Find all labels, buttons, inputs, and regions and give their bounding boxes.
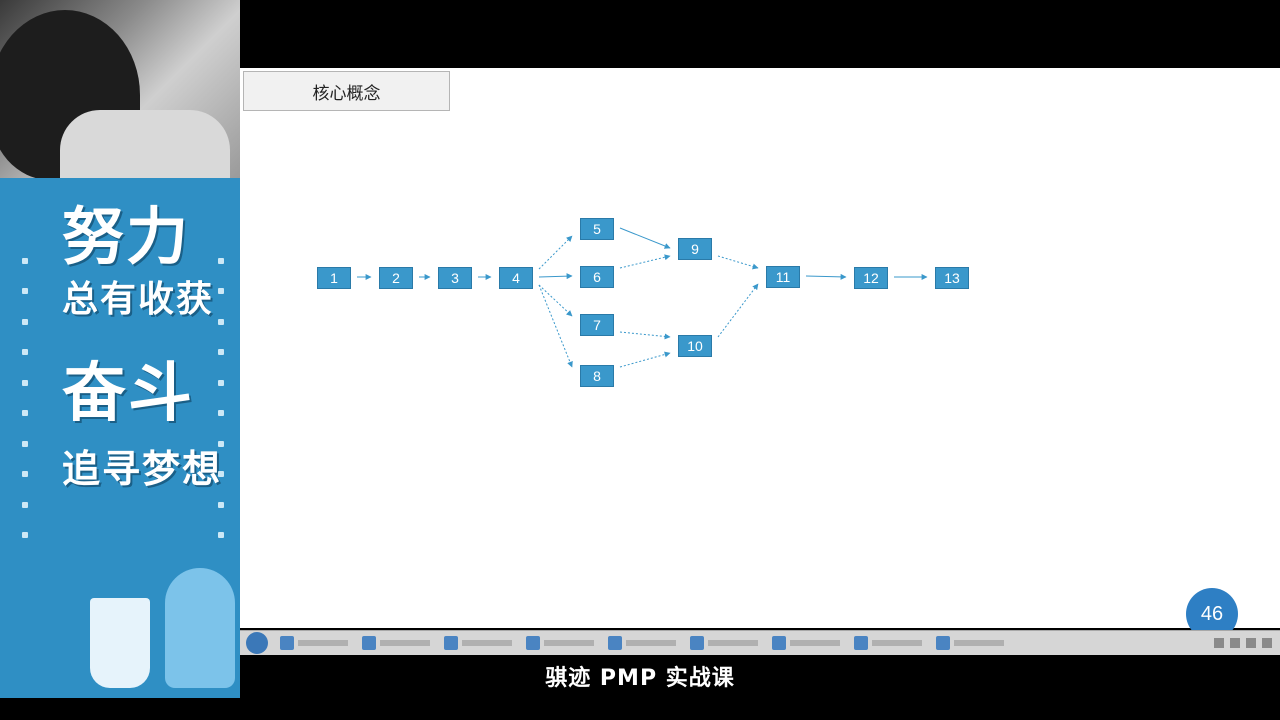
diagram-node-11: 11: [766, 266, 800, 288]
app-icon: [936, 636, 950, 650]
edge-9-11: [717, 255, 759, 270]
app-icon: [362, 636, 376, 650]
taskbar-app-5[interactable]: [604, 634, 680, 652]
start-button[interactable]: [246, 632, 268, 654]
edge-4-6: [538, 273, 573, 280]
slogan-line-4: 追寻梦想: [62, 447, 223, 491]
lamp-illustration: [165, 568, 235, 688]
edge-4-8: [538, 284, 573, 368]
edge-4-5: [538, 235, 573, 270]
app-icon: [690, 636, 704, 650]
diagram-node-2: 2: [379, 267, 413, 289]
taskbar-app-9[interactable]: [932, 634, 1008, 652]
taskbar-app-1[interactable]: [276, 634, 352, 652]
network-diagram: [357, 227, 928, 368]
app-icon: [608, 636, 622, 650]
edge-4-7: [538, 284, 573, 317]
webcam-feed: [0, 0, 240, 178]
decorative-dots-right: [218, 258, 226, 538]
slide-title: 核心概念: [243, 71, 450, 111]
app-icon: [280, 636, 294, 650]
diagram-node-4: 4: [499, 267, 533, 289]
diagram-node-1: 1: [317, 267, 351, 289]
app-icon: [854, 636, 868, 650]
diagram-node-3: 3: [438, 267, 472, 289]
slogan-line-3: 奋斗: [62, 357, 194, 431]
slide-canvas: [240, 68, 1280, 628]
app-icon: [772, 636, 786, 650]
app-icon: [526, 636, 540, 650]
taskbar-app-7[interactable]: [768, 634, 844, 652]
edge-5-9: [619, 227, 671, 249]
decorative-dots-left: [22, 258, 30, 538]
taskbar-app-2[interactable]: [358, 634, 434, 652]
slogan-line-1: 努力: [62, 200, 191, 273]
taskbar-app-3[interactable]: [440, 634, 516, 652]
diagram-node-9: 9: [678, 238, 712, 260]
taskbar: [240, 630, 1280, 655]
edge-11-12: [805, 273, 847, 280]
diagram-node-10: 10: [678, 335, 712, 357]
taskbar-app-4[interactable]: [522, 634, 598, 652]
system-tray[interactable]: [1214, 638, 1280, 648]
taskbar-app-6[interactable]: [686, 634, 762, 652]
edge-8-10: [619, 351, 671, 368]
diagram-node-12: 12: [854, 267, 888, 289]
book-illustration: [90, 598, 150, 688]
app-icon: [444, 636, 458, 650]
diagram-node-5: 5: [580, 218, 614, 240]
edge-6-9: [619, 254, 671, 269]
video-caption: 骐迹 PMP 实战课: [545, 666, 735, 691]
promo-banner: 努力 总有收获 奋斗 追寻梦想: [0, 178, 240, 698]
slogan-line-2: 总有收获: [62, 279, 215, 320]
diagram-node-8: 8: [580, 365, 614, 387]
diagram-node-13: 13: [935, 267, 969, 289]
diagram-node-7: 7: [580, 314, 614, 336]
person-shirt: [60, 110, 230, 178]
diagram-node-6: 6: [580, 266, 614, 288]
edge-7-10: [619, 331, 671, 340]
taskbar-app-8[interactable]: [850, 634, 926, 652]
edge-10-11: [717, 283, 759, 338]
